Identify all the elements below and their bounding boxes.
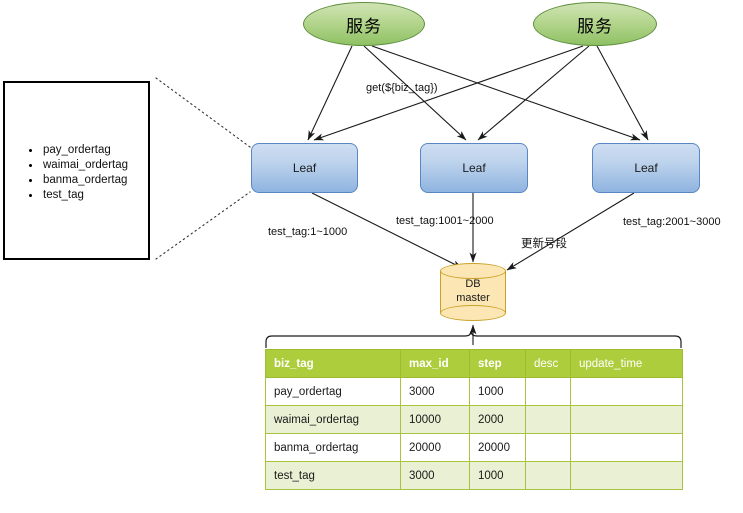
edge-label-segment-left: test_tag:1~1000 (268, 226, 348, 238)
cell-update-time (570, 433, 683, 462)
service-node-1-label: 服务 (346, 16, 382, 36)
table-row: banma_ordertag 20000 20000 (265, 433, 683, 462)
biz-tag-list-box: pay_ordertag waimai_ordertag banma_order… (3, 81, 150, 260)
table-header-update-time[interactable]: update_time (570, 349, 683, 378)
table-brace (265, 330, 682, 348)
taglist-callout-lines (155, 77, 251, 260)
leaf-to-db-edges (311, 192, 635, 271)
cell-step: 20000 (469, 433, 526, 462)
edge-label-get-call: get(${biz_tag}) (366, 82, 438, 94)
edge-leaf3-db (506, 192, 635, 271)
table-row: waimai_ordertag 10000 2000 (265, 405, 683, 434)
biz-tag-table: biz_tag max_id step desc update_time pay… (265, 349, 683, 490)
callout-line-top (155, 77, 251, 148)
edge-serviceA-leaf1 (307, 45, 353, 141)
edge-serviceB-leaf3 (596, 45, 649, 141)
leaf-node-1[interactable]: Leaf (251, 143, 358, 193)
cell-update-time (570, 377, 683, 406)
list-item: banma_ordertag (27, 173, 128, 188)
db-label-line1: DB (465, 278, 481, 291)
cell-step: 2000 (469, 405, 526, 434)
edge-label-update-segment: 更新号段 (521, 238, 567, 250)
list-item: test_tag (27, 188, 128, 203)
cell-update-time (570, 405, 683, 434)
leaf-node-3-label: Leaf (634, 161, 658, 175)
table-row: pay_ordertag 3000 1000 (265, 377, 683, 406)
service-node-2-label: 服务 (577, 16, 613, 36)
service-node-2[interactable]: 服务 (533, 2, 657, 46)
table-header-step[interactable]: step (469, 349, 526, 378)
biz-tag-list: pay_ordertag waimai_ordertag banma_order… (27, 143, 128, 203)
cell-biz-tag: test_tag (265, 461, 401, 490)
edge-serviceB-leaf1 (313, 45, 584, 141)
cell-step: 1000 (469, 461, 526, 490)
list-item: waimai_ordertag (27, 158, 128, 173)
db-cylinder-bottom (440, 305, 506, 321)
db-cylinder-top (440, 263, 506, 279)
cell-desc (525, 405, 571, 434)
cell-desc (525, 433, 571, 462)
cell-max-id: 3000 (400, 461, 470, 490)
cell-update-time (570, 461, 683, 490)
list-item: pay_ordertag (27, 143, 128, 158)
db-master-node[interactable]: DB master (440, 263, 506, 321)
cell-desc (525, 461, 571, 490)
edge-label-segment-mid: test_tag:1001~2000 (396, 215, 494, 227)
table-header-max-id[interactable]: max_id (400, 349, 470, 378)
table-header-biz-tag[interactable]: biz_tag (265, 349, 401, 378)
leaf-node-2[interactable]: Leaf (420, 143, 528, 193)
edge-label-segment-right: test_tag:2001~3000 (623, 216, 721, 228)
service-to-leaf-edges (307, 45, 649, 141)
leaf-node-3[interactable]: Leaf (592, 143, 700, 193)
cell-max-id: 3000 (400, 377, 470, 406)
callout-line-bottom (155, 191, 251, 260)
leaf-node-2-label: Leaf (462, 161, 486, 175)
leaf-node-1-label: Leaf (292, 161, 317, 175)
cell-max-id: 20000 (400, 433, 470, 462)
service-node-1[interactable]: 服务 (303, 2, 425, 46)
db-master-text: DB master (440, 263, 506, 321)
table-header-desc[interactable]: desc (525, 349, 571, 378)
cell-desc (525, 377, 571, 406)
cell-biz-tag: waimai_ordertag (265, 405, 401, 434)
table-row: test_tag 3000 1000 (265, 461, 683, 490)
cell-max-id: 10000 (400, 405, 470, 434)
cell-biz-tag: pay_ordertag (265, 377, 401, 406)
table-header-row: biz_tag max_id step desc update_time (265, 349, 683, 378)
cell-biz-tag: banma_ordertag (265, 433, 401, 462)
db-label-line2: master (456, 292, 490, 304)
cell-step: 1000 (469, 377, 526, 406)
edge-serviceB-leaf2 (477, 45, 590, 141)
